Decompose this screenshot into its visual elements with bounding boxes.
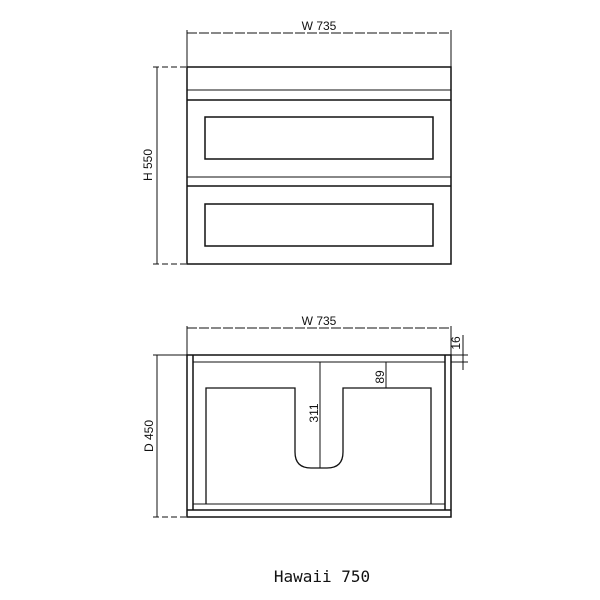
cabinet-plan-outline [186,354,452,518]
panel-thickness-label: 16 [449,336,463,350]
cutout-offset-label: 89 [373,370,387,384]
drawer-1-panel [204,116,434,160]
front-width-label: W 735 [302,19,337,33]
plan-view [153,326,468,518]
basin-cutout-outline [205,387,432,504]
front-view [153,30,452,265]
front-height-label: H 550 [141,149,155,181]
plan-width-label: W 735 [302,314,337,328]
cabinet-front-outline [186,66,452,265]
plan-depth-label: D 450 [142,420,156,452]
cutout-depth-label: 311 [307,403,321,422]
drawer-2-panel [204,203,434,247]
product-title: Hawaii 750 [274,567,370,586]
